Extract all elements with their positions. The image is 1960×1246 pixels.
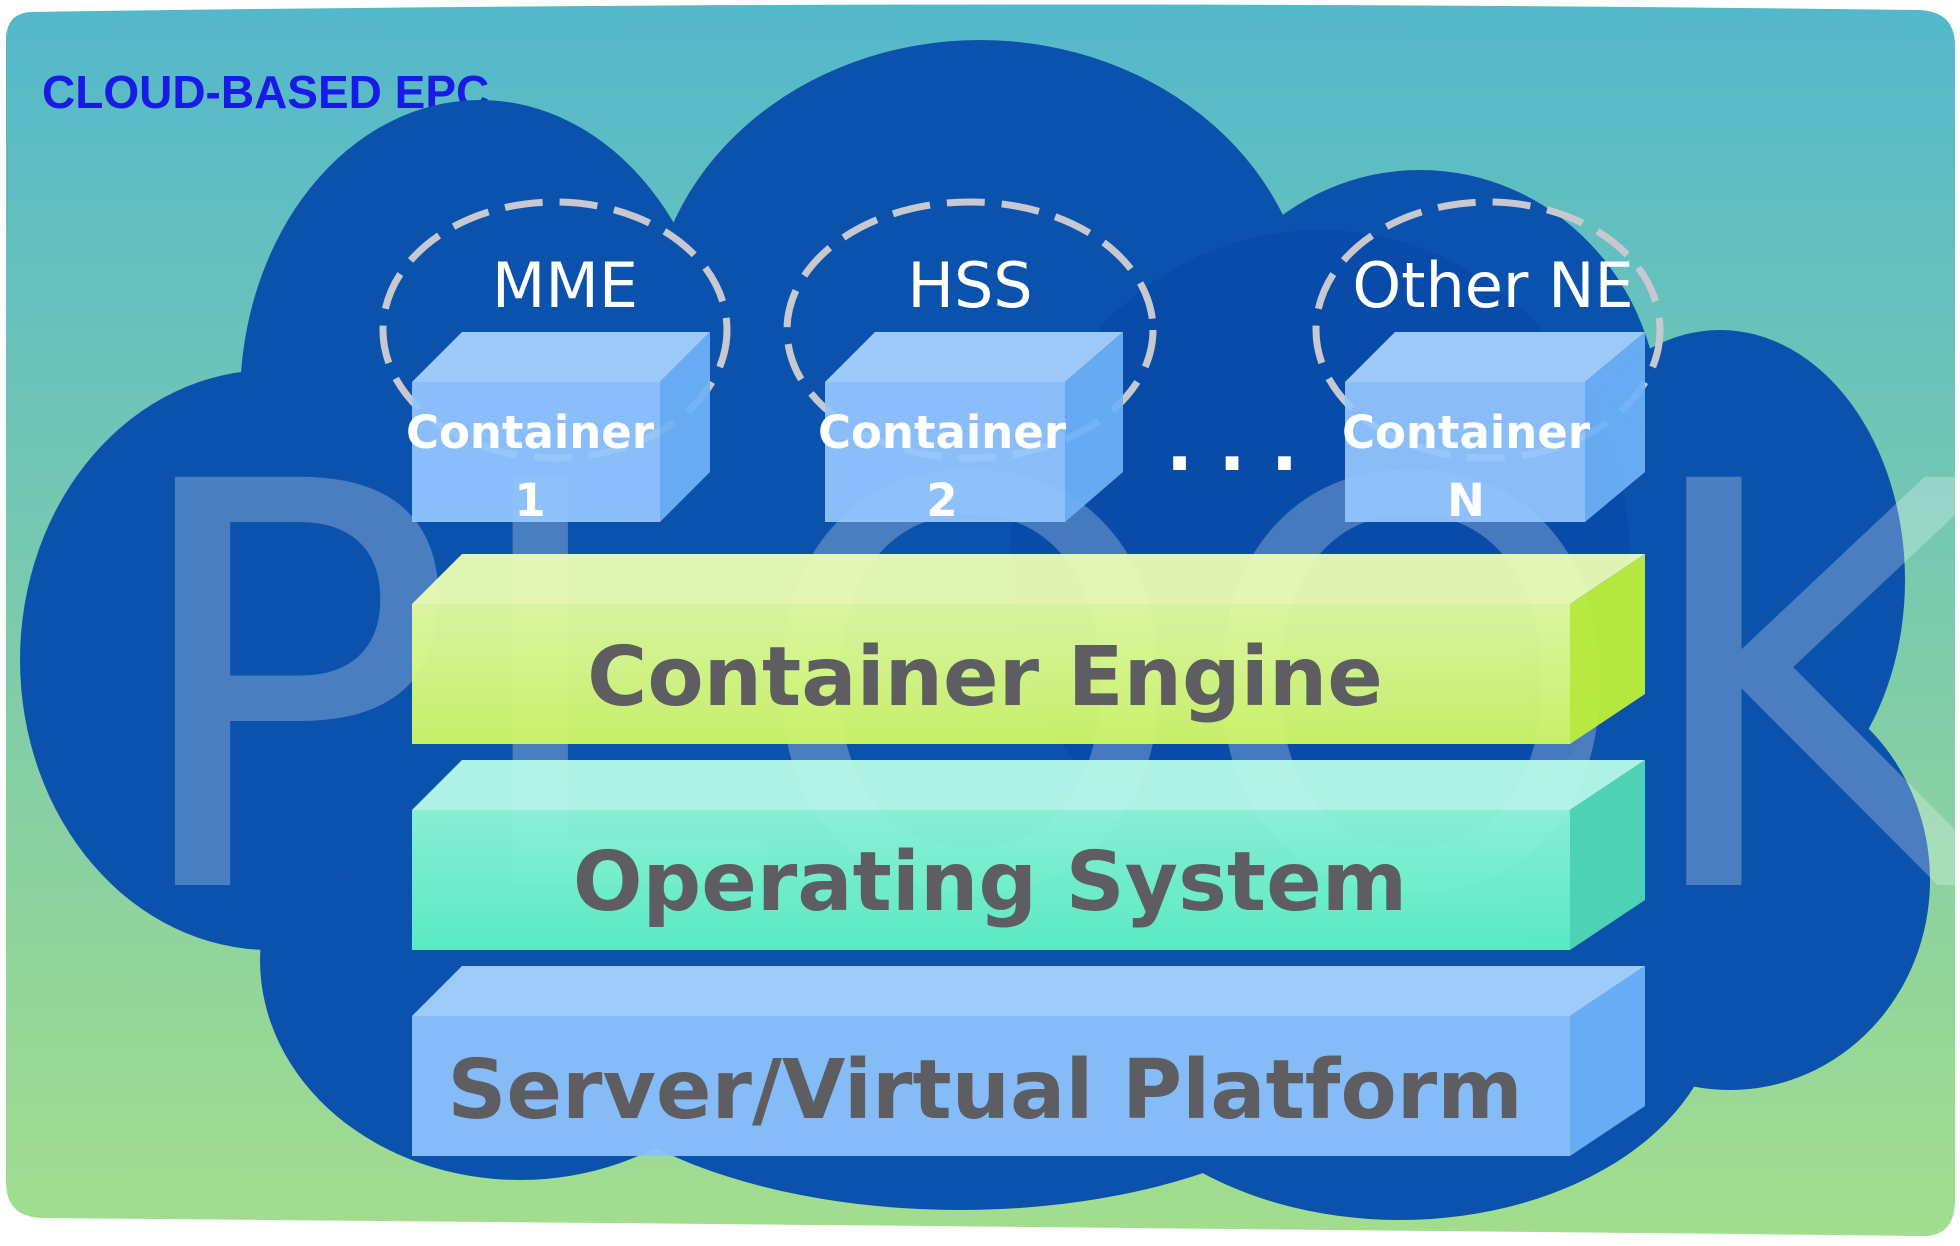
server-platform-label: Server/Virtual Platform [447, 1043, 1522, 1138]
container-box-2 [825, 332, 1123, 522]
ne-label-hss: HSS [907, 249, 1032, 322]
container-box-1 [412, 332, 710, 522]
container-1-index: 1 [514, 474, 545, 527]
container-2-index: 2 [926, 474, 957, 527]
container-box-n [1345, 332, 1645, 522]
ne-label-other: Other NE [1352, 249, 1633, 322]
container-engine-label: Container Engine [587, 630, 1383, 725]
container-n-index: N [1447, 474, 1485, 527]
operating-system-layer [412, 760, 1645, 950]
container-2-label: Container [818, 406, 1067, 459]
diagram-title: CLOUD-BASED EPC [42, 66, 489, 118]
ellipsis-separator: . . . [1166, 403, 1298, 487]
server-platform-layer [412, 966, 1645, 1156]
ne-label-mme: MME [492, 249, 638, 322]
operating-system-label: Operating System [573, 835, 1407, 930]
container-engine-layer [412, 554, 1645, 744]
container-n-label: Container [1342, 406, 1591, 459]
container-1-label: Container [406, 406, 655, 459]
